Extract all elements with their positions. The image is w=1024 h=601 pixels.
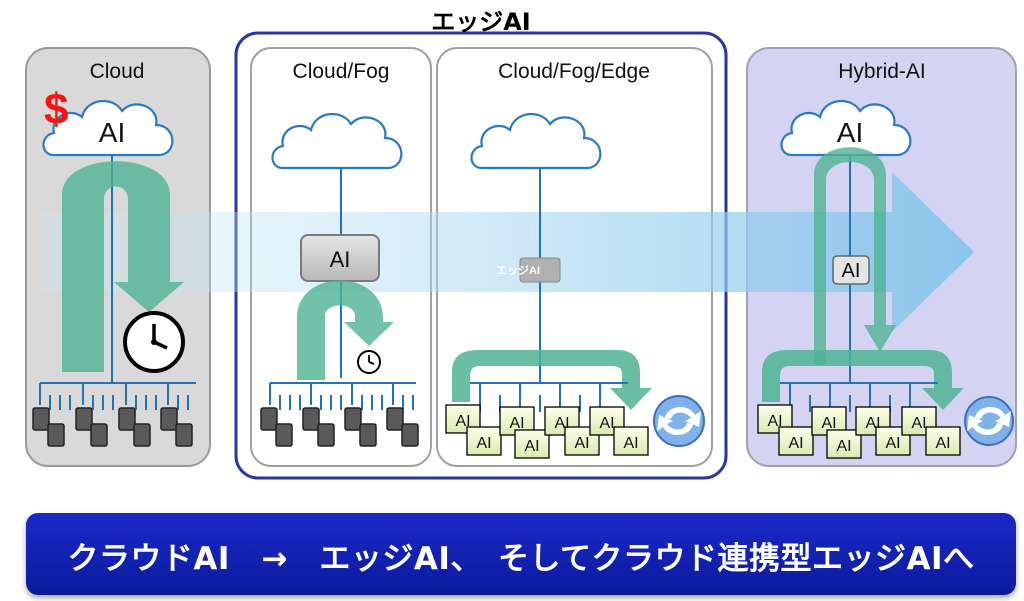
cloud-icon [271, 113, 403, 170]
edge-ai-devices: AI AI AI AI AI AI AI AI [445, 404, 649, 459]
device-tree [269, 382, 416, 410]
device-icon [32, 407, 50, 431]
hybrid-fog-ai-label: AI [842, 260, 861, 282]
device-icon [260, 407, 278, 431]
hybrid-fog-ai-box [832, 255, 870, 285]
device-icon [275, 423, 293, 447]
hybrid-device-ai-label: AI [836, 438, 851, 455]
fog-ai-label: AI [330, 247, 351, 272]
summary-banner: クラウドAI → エッジAI、 そしてクラウド連携型エッジAIへ [26, 513, 1016, 595]
summary-banner-text: クラウドAI → エッジAI、 そしてクラウド連携型エッジAIへ [67, 541, 975, 577]
device-icon [160, 407, 178, 431]
edge-ai-title: エッジAI [431, 8, 531, 36]
refresh-icon [964, 396, 1014, 446]
device-icon [90, 423, 108, 447]
panel-cloud-fog-label: Cloud/Fog [293, 60, 390, 83]
edge-device-ai-label: AI [476, 435, 491, 452]
trend-arrow [40, 172, 974, 332]
cloud-roundtrip-arrow [62, 161, 184, 372]
hybrid-device-ai-label: AI [821, 415, 836, 432]
edge-device-ai-label: AI [574, 435, 589, 452]
edge-device-ai-label: AI [524, 438, 539, 455]
device-icon [118, 407, 136, 431]
hybrid-device-ai-label: AI [911, 415, 926, 432]
device-icon [317, 423, 335, 447]
edge-device-ai-label: AI [623, 435, 638, 452]
edge-fog-label: エッジAI [496, 264, 540, 277]
device-icon [359, 423, 377, 447]
hybrid-device-ai-label: AI [788, 435, 803, 452]
device-tree [780, 382, 938, 412]
cost-dollar-icon: $ [44, 85, 68, 134]
clock-icon [123, 311, 185, 373]
hybrid-device-ai-label: AI [885, 435, 900, 452]
hybrid-loop-arrow [762, 350, 964, 410]
device-icon [75, 407, 93, 431]
panel-cloud-fog-edge-label: Cloud/Fog/Edge [498, 60, 650, 83]
refresh-icon [653, 395, 705, 447]
device-icon [47, 423, 65, 447]
hybrid-device-ai-label: AI [865, 415, 880, 432]
hybrid-device-ai-label: AI [767, 413, 782, 430]
cloud-icon [42, 100, 174, 157]
edge-device-ai-label: AI [554, 415, 569, 432]
edge-device-ai-label: AI [455, 413, 470, 430]
device-icon [175, 423, 193, 447]
device-icon [302, 407, 320, 431]
panel-cloud-label: Cloud [90, 60, 145, 83]
device-tree [39, 382, 196, 410]
cloud-icon [780, 100, 912, 157]
device-group-2 [260, 407, 419, 447]
hybrid-device-ai-label: AI [935, 435, 950, 452]
hybrid-cloud-ai-label: AI [837, 117, 863, 148]
clock-icon [357, 350, 381, 374]
device-group-1 [32, 407, 193, 447]
hybrid-ai-devices: AI AI AI AI AI AI AI AI [757, 404, 961, 459]
panel-hybrid-label: Hybrid-AI [838, 60, 926, 83]
device-icon [344, 407, 362, 431]
cloud-icon [470, 113, 602, 170]
edge-loop-arrow [452, 350, 652, 410]
device-icon [133, 423, 151, 447]
fog-roundtrip-arrow [297, 280, 394, 380]
edge-fog-box [519, 257, 561, 283]
hybrid-roundtrip-arrow [814, 147, 896, 365]
cloud-ai-label: AI [99, 117, 125, 148]
edge-device-ai-label: AI [599, 415, 614, 432]
device-icon [401, 423, 419, 447]
edge-device-ai-label: AI [509, 415, 524, 432]
device-icon [386, 407, 404, 431]
